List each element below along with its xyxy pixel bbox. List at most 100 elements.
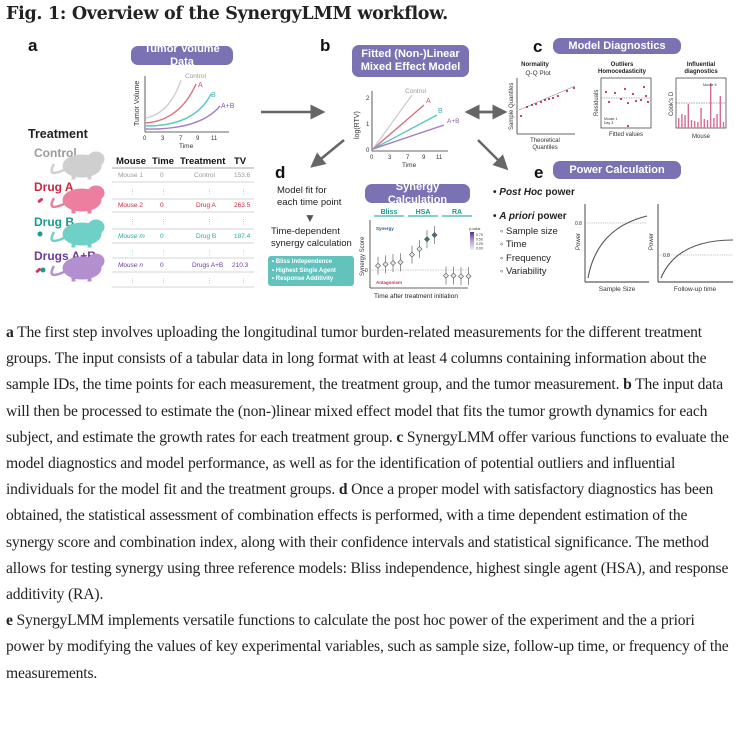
tumor-volume-data-pill: Tumor Volume Data (131, 43, 233, 68)
caption-text-e: SynergyLMM implements versatile function… (6, 612, 729, 682)
synergy-point (416, 246, 423, 252)
residual-point (619, 97, 623, 101)
treatment-heading: Treatment (28, 127, 88, 141)
svg-text:Mouse 1: Mouse 1 (118, 172, 143, 179)
x-tick: 7 (406, 155, 410, 161)
x-label: Time (402, 162, 417, 169)
caption-letter-b: b (623, 376, 632, 394)
residual-point (613, 91, 617, 95)
panel-e-letter: e (534, 163, 544, 182)
svg-text:⋮: ⋮ (129, 219, 136, 226)
qq-point (539, 100, 543, 104)
series-a (372, 104, 425, 150)
down-arrow-icon: ▼ (304, 211, 316, 225)
x-label: Time after treatment initiation (374, 293, 458, 300)
legend-tick: 0.50 (476, 238, 483, 242)
residual-point (626, 101, 630, 105)
variable-item: ◦ Frequency (500, 252, 551, 264)
y-tick: 1 (366, 122, 370, 128)
caption-text-a: The first step involves uploading the lo… (6, 324, 707, 394)
power-curve-followup (660, 239, 734, 279)
a-priori-italic: A priori (499, 211, 535, 222)
power-curve-sample-size (587, 215, 648, 279)
table-row: Mouse n 0 Drugs A+B 210.3 (118, 262, 249, 269)
residual-point (604, 90, 608, 94)
svg-text:⋮: ⋮ (206, 278, 213, 285)
svg-text:⋮: ⋮ (240, 189, 247, 196)
svg-text:⋮: ⋮ (129, 250, 136, 257)
outliers-title-1: Outliers (611, 62, 634, 68)
x-tick: 0 (143, 136, 147, 142)
qq-ylabel: Sample Quantiles (509, 83, 515, 130)
series-ab (145, 105, 221, 130)
residual-points (604, 85, 650, 128)
svg-text:210.3: 210.3 (232, 262, 249, 269)
threshold-label: 0.8 (575, 221, 582, 227)
figure-title: Fig. 1: Overview of the SynergyLMM workf… (6, 4, 448, 24)
cooks-bar (697, 122, 699, 128)
lmm-plot: Control A B A+B 0 1 2 log(RTV) 0 3 7 9 1… (354, 88, 459, 169)
group-drug-b-label: Drug B (34, 215, 74, 229)
qq-point (556, 94, 560, 98)
cooks-bar (690, 120, 693, 128)
y-label: Power (576, 233, 582, 250)
synergy-points (375, 226, 472, 286)
cooks-bar (681, 114, 683, 128)
qq-point (530, 103, 534, 107)
svg-text:0: 0 (160, 172, 164, 179)
cooks-bar (713, 118, 715, 128)
series-a (145, 83, 197, 124)
synergy-label: Synergy (376, 226, 394, 231)
residuals-xlabel: Fitted values (609, 132, 643, 138)
panel-b-letter: b (320, 36, 331, 55)
svg-text:⋮: ⋮ (206, 189, 213, 196)
power-plots: 0.8 Power Sample Size 0.8 Power Follow-u… (575, 204, 734, 293)
qq-point (525, 105, 529, 109)
reference-models-box: • Bliss Independence • Highest Single Ag… (268, 256, 354, 286)
label-b: B (211, 92, 216, 99)
post-hoc-rest: power (542, 187, 575, 198)
series-ab (372, 124, 445, 150)
residual-point (646, 100, 650, 104)
x-tick: 11 (211, 136, 218, 142)
svg-text:Drugs A+B: Drugs A+B (192, 262, 223, 269)
x-label: Time (179, 143, 194, 150)
table-row: Mouse 2 0 Drug A 263.5 (118, 202, 251, 209)
method-item: • Response Additivity (272, 276, 334, 282)
post-hoc-power: • Post Hoc power (493, 187, 575, 198)
pill-icon (37, 197, 43, 203)
svg-text:Control: Control (194, 172, 216, 179)
synergy-point (397, 259, 404, 266)
qq-xlabel-2: Quantiles (532, 145, 557, 151)
data-table: Mouse Time Treatment TV Mouse 1 0 Contro… (112, 156, 254, 288)
svg-text:⋮: ⋮ (160, 219, 167, 226)
qq-point (534, 102, 538, 106)
cooks-bar (716, 114, 718, 128)
step-line: each time point (277, 197, 342, 208)
mouse-drug-a-icon (50, 185, 105, 214)
group-label: RA (452, 209, 462, 216)
influential-title-2: diagnostics (684, 69, 718, 75)
residuals-ylabel: Residuals (594, 90, 600, 116)
x-tick: 3 (161, 136, 165, 142)
residual-point (642, 85, 646, 89)
svg-text:0: 0 (160, 202, 164, 209)
model-fit-step: Model fit for each time point (277, 185, 341, 209)
tumor-volume-plot: Control A B A+B Tumor Volume 0 3 7 9 11 … (134, 73, 235, 150)
label-b: B (438, 108, 443, 115)
svg-text:Mouse m: Mouse m (118, 233, 145, 240)
influential-title-1: Influential (687, 62, 716, 68)
cooks-annot: Mouse 5 (703, 83, 716, 87)
qq-points (519, 86, 576, 118)
pill-icon (35, 267, 41, 273)
synergy-point (465, 273, 472, 280)
svg-text:Mouse n: Mouse n (118, 262, 143, 269)
qq-xlabel-1: Theoretical (530, 138, 560, 144)
svg-text:0: 0 (160, 262, 164, 269)
y-label: Tumor Volume (134, 81, 141, 126)
pvalue-colorbar (470, 232, 474, 250)
y-label: Synergy Score (360, 236, 366, 276)
a-priori-rest: power (534, 211, 567, 222)
